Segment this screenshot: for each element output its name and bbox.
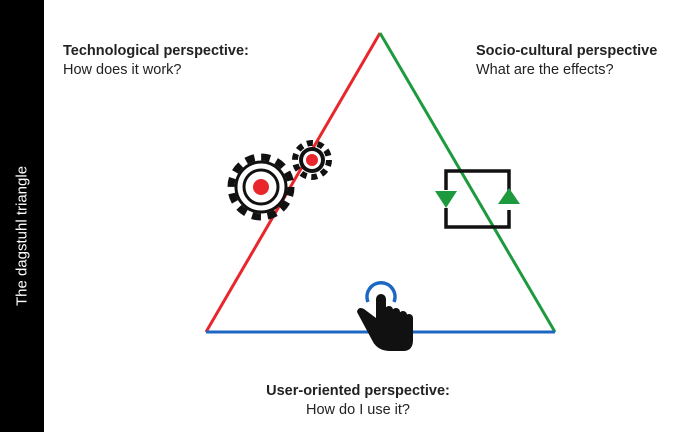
small-gear-dot [306, 154, 318, 166]
socio-cultural-perspective-label: Socio-cultural perspective What are the … [476, 42, 657, 80]
touch-ring [365, 281, 397, 303]
touch-hand-icon [357, 281, 413, 351]
socio-cultural-edge [378, 32, 557, 333]
technological-perspective-label: Technological perspective: How does it w… [63, 42, 249, 80]
socio-cultural-perspective-heading: Socio-cultural perspective [476, 43, 658, 59]
down-arrow [435, 191, 457, 208]
technological-perspective-heading: Technological perspective: [63, 43, 249, 59]
large-gear-icon [227, 153, 295, 221]
user-oriented-perspective-label: User-oriented perspective: How do I use … [253, 382, 463, 420]
technological-edge [204, 32, 382, 333]
user-oriented-perspective-question: How do I use it? [306, 402, 410, 418]
small-gear-icon [292, 140, 332, 180]
side-bar: The dagstuhl triangle [0, 0, 44, 432]
gears-icon [227, 140, 332, 221]
large-gear-dot [253, 179, 269, 195]
technological-perspective-question: How does it work? [63, 62, 182, 78]
socio-cultural-perspective-question: What are the effects? [476, 62, 614, 78]
user-oriented-perspective-heading: User-oriented perspective: [266, 383, 450, 399]
cycle-arrows-icon [435, 169, 520, 229]
up-arrow [498, 188, 520, 204]
